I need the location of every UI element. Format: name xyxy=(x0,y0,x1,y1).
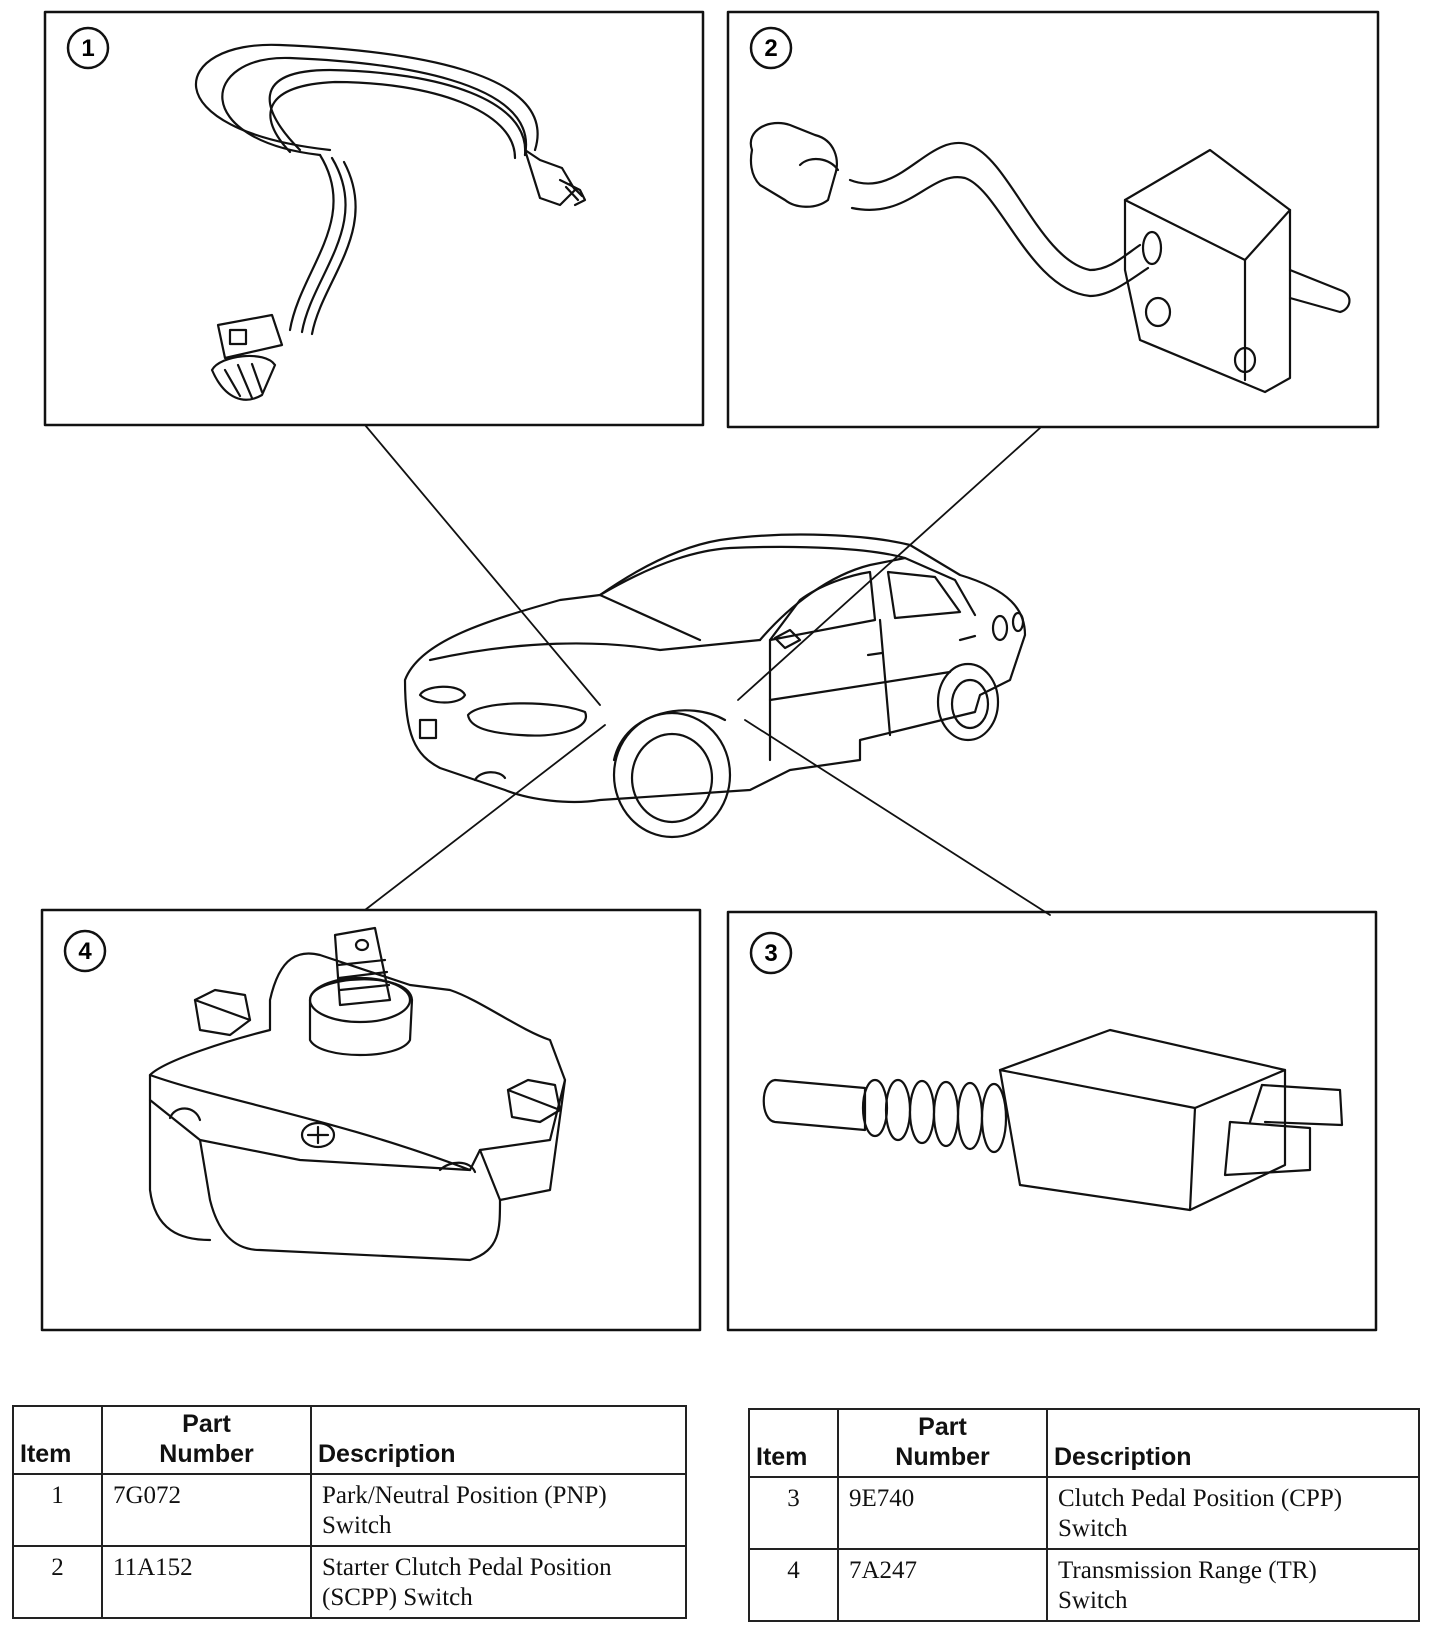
parts-table-1: Item Part Number Description 1 7G072 Par… xyxy=(12,1405,687,1619)
diagram-artwork: 1 2 3 4 xyxy=(40,10,1380,1332)
row-description-line2: (SCPP) Switch xyxy=(322,1584,473,1611)
callout-4-label: 4 xyxy=(78,938,92,965)
row-description-line1: Starter Clutch Pedal Position xyxy=(322,1554,612,1581)
table-row: 4 7A247 Transmission Range (TR) Switch xyxy=(748,1548,1420,1622)
row-item: 4 xyxy=(748,1548,839,1622)
panel-tr-switch xyxy=(40,908,702,1332)
callout-4: 4 xyxy=(63,929,107,973)
row-description-line2: Switch xyxy=(1058,1587,1128,1614)
row-item: 2 xyxy=(12,1545,103,1619)
table-row: 1 7G072 Park/Neutral Position (PNP) Swit… xyxy=(12,1473,687,1547)
callout-3: 3 xyxy=(749,931,793,975)
header-item: Item xyxy=(748,1408,839,1478)
row-description-line2: Switch xyxy=(1058,1515,1128,1542)
panel-2-frame xyxy=(726,10,1380,429)
row-item: 1 xyxy=(12,1473,103,1547)
leader-lines xyxy=(364,424,1051,916)
header-description: Description xyxy=(1046,1408,1420,1478)
row-description: Park/Neutral Position (PNP) Switch xyxy=(310,1473,687,1547)
row-part-number: 7A247 xyxy=(837,1548,1048,1622)
table-header-row: Item Part Number Description xyxy=(12,1405,687,1475)
header-part-number: Part Number xyxy=(101,1405,312,1475)
car-illustration xyxy=(403,533,1027,839)
panel-pnp-switch xyxy=(43,10,705,427)
header-part-number: Part Number xyxy=(837,1408,1048,1478)
row-item: 3 xyxy=(748,1476,839,1550)
parts-table-2: Item Part Number Description 3 9E740 Clu… xyxy=(748,1408,1420,1622)
table-row: 3 9E740 Clutch Pedal Position (CPP) Swit… xyxy=(748,1476,1420,1550)
row-description-line1: Transmission Range (TR) xyxy=(1058,1557,1317,1584)
row-part-number: 9E740 xyxy=(837,1476,1048,1550)
cpp-switch-illustration xyxy=(762,1028,1344,1212)
table-header-row: Item Part Number Description xyxy=(748,1408,1420,1478)
header-part-line1: Part xyxy=(182,1410,231,1438)
panel-4-frame xyxy=(40,908,702,1332)
callout-1-label: 1 xyxy=(81,35,94,62)
pnp-switch-illustration xyxy=(195,43,587,401)
row-description: Transmission Range (TR) Switch xyxy=(1046,1548,1420,1622)
callout-1: 1 xyxy=(66,26,110,70)
row-description-line1: Park/Neutral Position (PNP) xyxy=(322,1482,607,1509)
row-description: Starter Clutch Pedal Position (SCPP) Swi… xyxy=(310,1545,687,1619)
callout-3-label: 3 xyxy=(764,940,777,967)
header-part-line2: Number xyxy=(159,1440,254,1468)
header-item: Item xyxy=(12,1405,103,1475)
tr-switch-illustration xyxy=(148,926,567,1262)
panel-scpp-switch xyxy=(726,10,1380,429)
table-row: 2 11A152 Starter Clutch Pedal Position (… xyxy=(12,1545,687,1619)
header-part-line1: Part xyxy=(918,1413,967,1441)
row-description-line1: Clutch Pedal Position (CPP) xyxy=(1058,1485,1343,1512)
row-description: Clutch Pedal Position (CPP) Switch xyxy=(1046,1476,1420,1550)
row-description-line2: Switch xyxy=(322,1512,392,1539)
header-part-line2: Number xyxy=(895,1443,990,1471)
panel-1-frame xyxy=(43,10,705,427)
row-part-number: 7G072 xyxy=(101,1473,312,1547)
callout-2: 2 xyxy=(749,26,793,70)
callout-2-label: 2 xyxy=(764,35,777,62)
panel-3-frame xyxy=(726,910,1378,1332)
row-part-number: 11A152 xyxy=(101,1545,312,1619)
header-description: Description xyxy=(310,1405,687,1475)
panel-cpp-switch xyxy=(726,910,1378,1332)
scpp-switch-illustration xyxy=(749,121,1351,394)
